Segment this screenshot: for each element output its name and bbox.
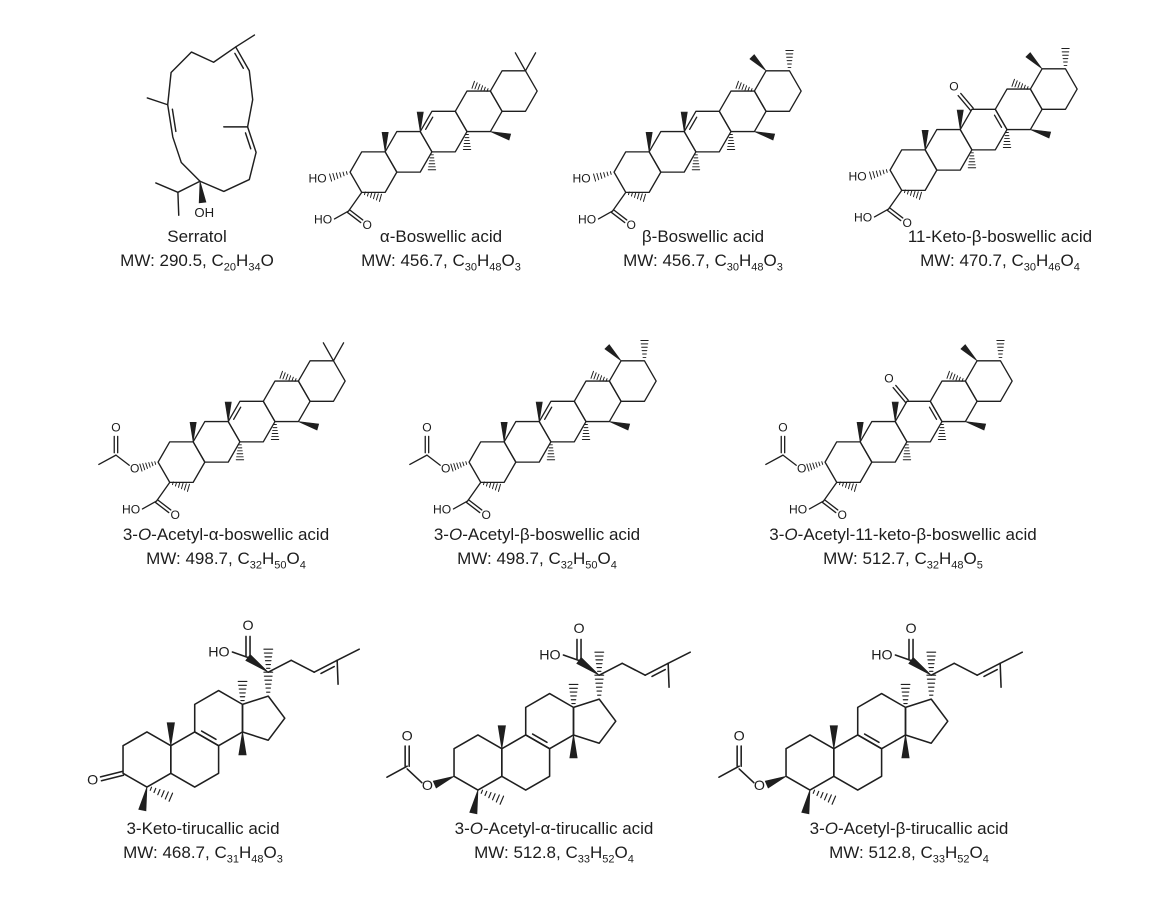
compound-caption: 11-Keto-β-boswellic acid MW: 470.7, C30H…: [780, 226, 1151, 274]
compound-name: α-Boswellic acid: [379, 227, 503, 246]
svg-text:O: O: [627, 218, 636, 232]
svg-text:O: O: [130, 461, 139, 475]
chemical-structure: O O HO O: [84, 328, 374, 537]
structure-svg: O O HO O: [409, 340, 657, 522]
structure-svg: O O HO O: [98, 342, 346, 522]
svg-text:O: O: [482, 508, 491, 522]
compound-mw-formula: MW: 468.7, C31H48O3: [123, 843, 283, 866]
compound-mw-formula: MW: 498.7, C32H50O4: [457, 549, 617, 572]
svg-text:O: O: [734, 728, 745, 744]
svg-text:O: O: [838, 508, 847, 522]
compound-caption: 3-O-Acetyl-α-tirucallic acid MW: 512.8, …: [334, 818, 774, 866]
structure-svg: HO HO O: [573, 50, 802, 232]
compound-mw-formula: MW: 470.7, C30H46O4: [920, 251, 1080, 274]
svg-text:HO: HO: [854, 211, 872, 225]
svg-text:O: O: [111, 421, 120, 435]
svg-text:HO: HO: [539, 648, 560, 664]
compound-caption: 3-O-Acetyl-β-boswellic acid MW: 498.7, C…: [317, 524, 757, 572]
svg-text:HO: HO: [578, 213, 596, 227]
chemical-structure: O O O HO O: [751, 328, 1041, 537]
compound-caption: β-Boswellic acid MW: 456.7, C30H48O3: [483, 226, 923, 274]
compound-name: β-Boswellic acid: [641, 227, 765, 246]
compound-name: Serratol: [167, 227, 227, 246]
svg-text:O: O: [441, 461, 450, 475]
structure-svg: O HO HO O: [849, 48, 1078, 230]
svg-text:O: O: [778, 421, 787, 435]
svg-text:O: O: [422, 421, 431, 435]
compound-caption: 3-O-Acetyl-β-tirucallic acid MW: 512.8, …: [689, 818, 1129, 866]
chemical-structure: O HO O: [44, 616, 373, 824]
svg-text:O: O: [797, 461, 806, 475]
compound-name: 3-O-Acetyl-β-boswellic acid: [433, 525, 641, 544]
chemical-structure: O O HO O: [395, 328, 685, 537]
compound-name: 3-Keto-tirucallic acid: [126, 819, 280, 838]
svg-text:HO: HO: [208, 645, 229, 661]
compound-mw-formula: MW: 512.8, C33H52O4: [474, 843, 634, 866]
svg-text:O: O: [905, 621, 916, 637]
compound-mw-formula: MW: 456.7, C30H48O3: [623, 251, 783, 274]
svg-text:O: O: [903, 216, 912, 230]
structure-svg: O HO O O: [386, 621, 691, 815]
structure-svg: OH: [146, 34, 257, 220]
chemical-structure: OH: [132, 23, 302, 229]
compound-mw-formula: MW: 512.7, C32H48O5: [823, 549, 983, 572]
svg-text:O: O: [884, 372, 893, 386]
compound-mw-formula: MW: 512.8, C33H52O4: [829, 843, 989, 866]
compound-caption: 3-Keto-tirucallic acid MW: 468.7, C31H48…: [0, 818, 423, 866]
compound-name: 3-O-Acetyl-11-keto-β-boswellic acid: [769, 525, 1037, 544]
compound-caption: α-Boswellic acid MW: 456.7, C30H48O3: [221, 226, 661, 274]
svg-text:HO: HO: [433, 503, 451, 517]
svg-text:O: O: [573, 621, 584, 637]
svg-text:O: O: [87, 772, 98, 788]
compound-caption: 3-O-Acetyl-α-boswellic acid MW: 498.7, C…: [6, 524, 446, 572]
svg-text:O: O: [242, 618, 253, 634]
svg-text:HO: HO: [122, 503, 140, 517]
compound-mw-formula: MW: 290.5, C20H34O: [120, 251, 274, 274]
svg-text:O: O: [171, 508, 180, 522]
compound-mw-formula: MW: 498.7, C32H50O4: [146, 549, 306, 572]
compound-name: 11-Keto-β-boswellic acid: [907, 227, 1093, 246]
chemical-structure: O HO HO O: [816, 36, 1106, 245]
compound-caption: 3-O-Acetyl-11-keto-β-boswellic acid MW: …: [683, 524, 1123, 572]
chemical-structure: HO HO O: [276, 38, 566, 247]
chemical-structure: HO HO O: [540, 38, 830, 247]
compound-name: 3-O-Acetyl-α-tirucallic acid: [454, 819, 654, 838]
svg-text:O: O: [422, 778, 433, 794]
svg-text:O: O: [754, 778, 765, 794]
chemical-structure: O HO O O: [707, 619, 1036, 827]
compound-name: 3-O-Acetyl-α-boswellic acid: [122, 525, 330, 544]
svg-text:HO: HO: [789, 503, 807, 517]
svg-text:HO: HO: [309, 171, 327, 185]
compound-name: 3-O-Acetyl-β-tirucallic acid: [809, 819, 1009, 838]
structure-svg: O HO O O: [718, 621, 1023, 815]
structure-svg: HO HO O: [309, 52, 538, 232]
compound-caption: Serratol MW: 290.5, C20H34O: [0, 226, 417, 274]
svg-text:HO: HO: [871, 648, 892, 664]
structure-svg: O HO O: [87, 618, 360, 812]
svg-text:O: O: [402, 728, 413, 744]
svg-text:OH: OH: [194, 205, 214, 220]
svg-text:HO: HO: [573, 171, 591, 185]
svg-text:HO: HO: [314, 213, 332, 227]
svg-text:O: O: [949, 80, 958, 94]
chemical-structure: O HO O O: [375, 619, 704, 827]
compound-mw-formula: MW: 456.7, C30H48O3: [361, 251, 521, 274]
svg-text:HO: HO: [849, 169, 867, 183]
svg-text:O: O: [363, 218, 372, 232]
structure-svg: O O O HO O: [765, 340, 1013, 522]
